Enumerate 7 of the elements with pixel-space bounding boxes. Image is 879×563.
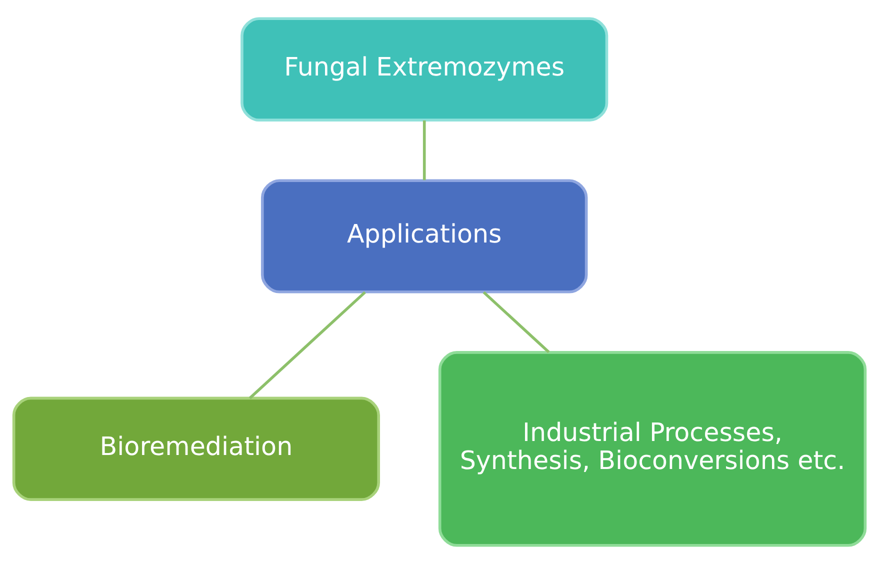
node-box: Applications	[260, 178, 588, 293]
node-box: Industrial Processes, Synthesis, Bioconversions etc.	[438, 350, 867, 546]
node-box: Fungal Extremozymes	[240, 16, 608, 121]
connector	[422, 120, 426, 180]
node-box: Bioremediation	[12, 396, 380, 500]
connector	[482, 290, 550, 353]
connector	[248, 290, 366, 399]
